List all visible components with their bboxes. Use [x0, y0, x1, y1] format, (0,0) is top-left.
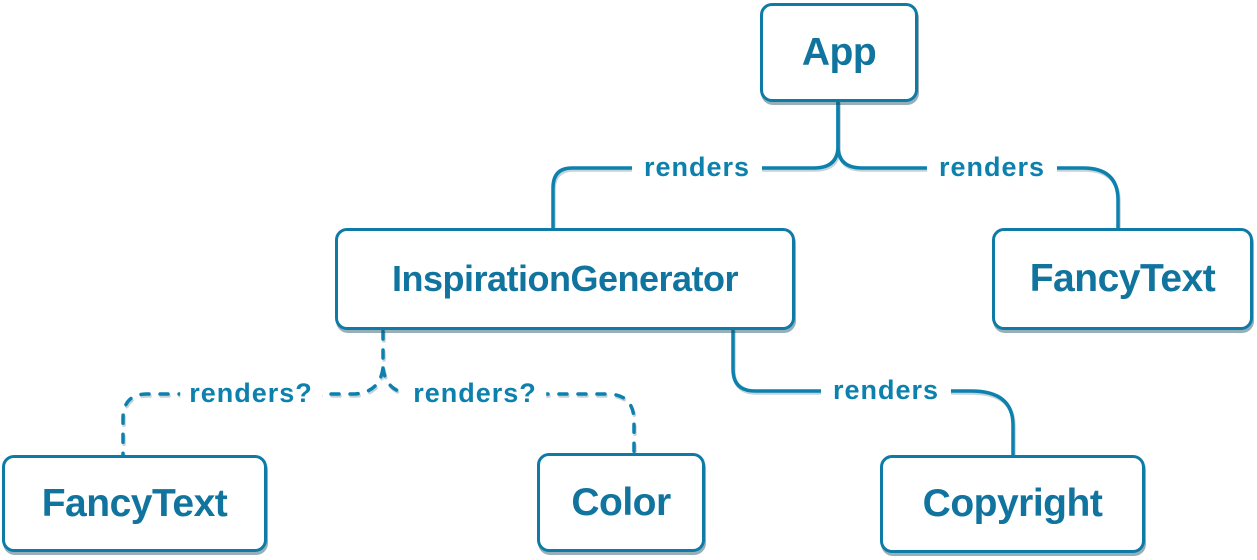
node-copyright: Copyright	[880, 455, 1145, 553]
node-app: App	[760, 3, 918, 102]
edge-inspirationgenerator-copyright	[731, 328, 1015, 457]
node-color: Color	[537, 453, 705, 552]
node-fancytext-top: FancyText	[992, 228, 1253, 330]
node-inspirationgenerator-label: InspirationGenerator	[391, 258, 739, 299]
node-fancytext-bottom: FancyText	[2, 455, 267, 552]
node-copyright-label: Copyright	[922, 482, 1103, 525]
node-inspirationgenerator: InspirationGenerator	[335, 228, 795, 330]
edge-inspirationgenerator-fancytext-dashed	[121, 329, 385, 457]
node-fancytext-bottom-label: FancyText	[41, 481, 228, 525]
edge-label-inspirationgenerator-copyright: renders	[820, 375, 952, 406]
edge-label-inspirationgenerator-color: renders?	[404, 378, 546, 409]
node-color-label: Color	[571, 480, 671, 524]
edge-inspirationgenerator-color-dashed	[381, 366, 636, 455]
node-app-label: App	[801, 30, 877, 74]
edge-label-app-fancytext: renders	[926, 152, 1058, 183]
edge-label-app-inspirationgenerator: renders	[631, 152, 763, 183]
node-fancytext-top-label: FancyText	[1029, 257, 1216, 300]
edge-label-inspirationgenerator-fancytext: renders?	[180, 378, 322, 409]
